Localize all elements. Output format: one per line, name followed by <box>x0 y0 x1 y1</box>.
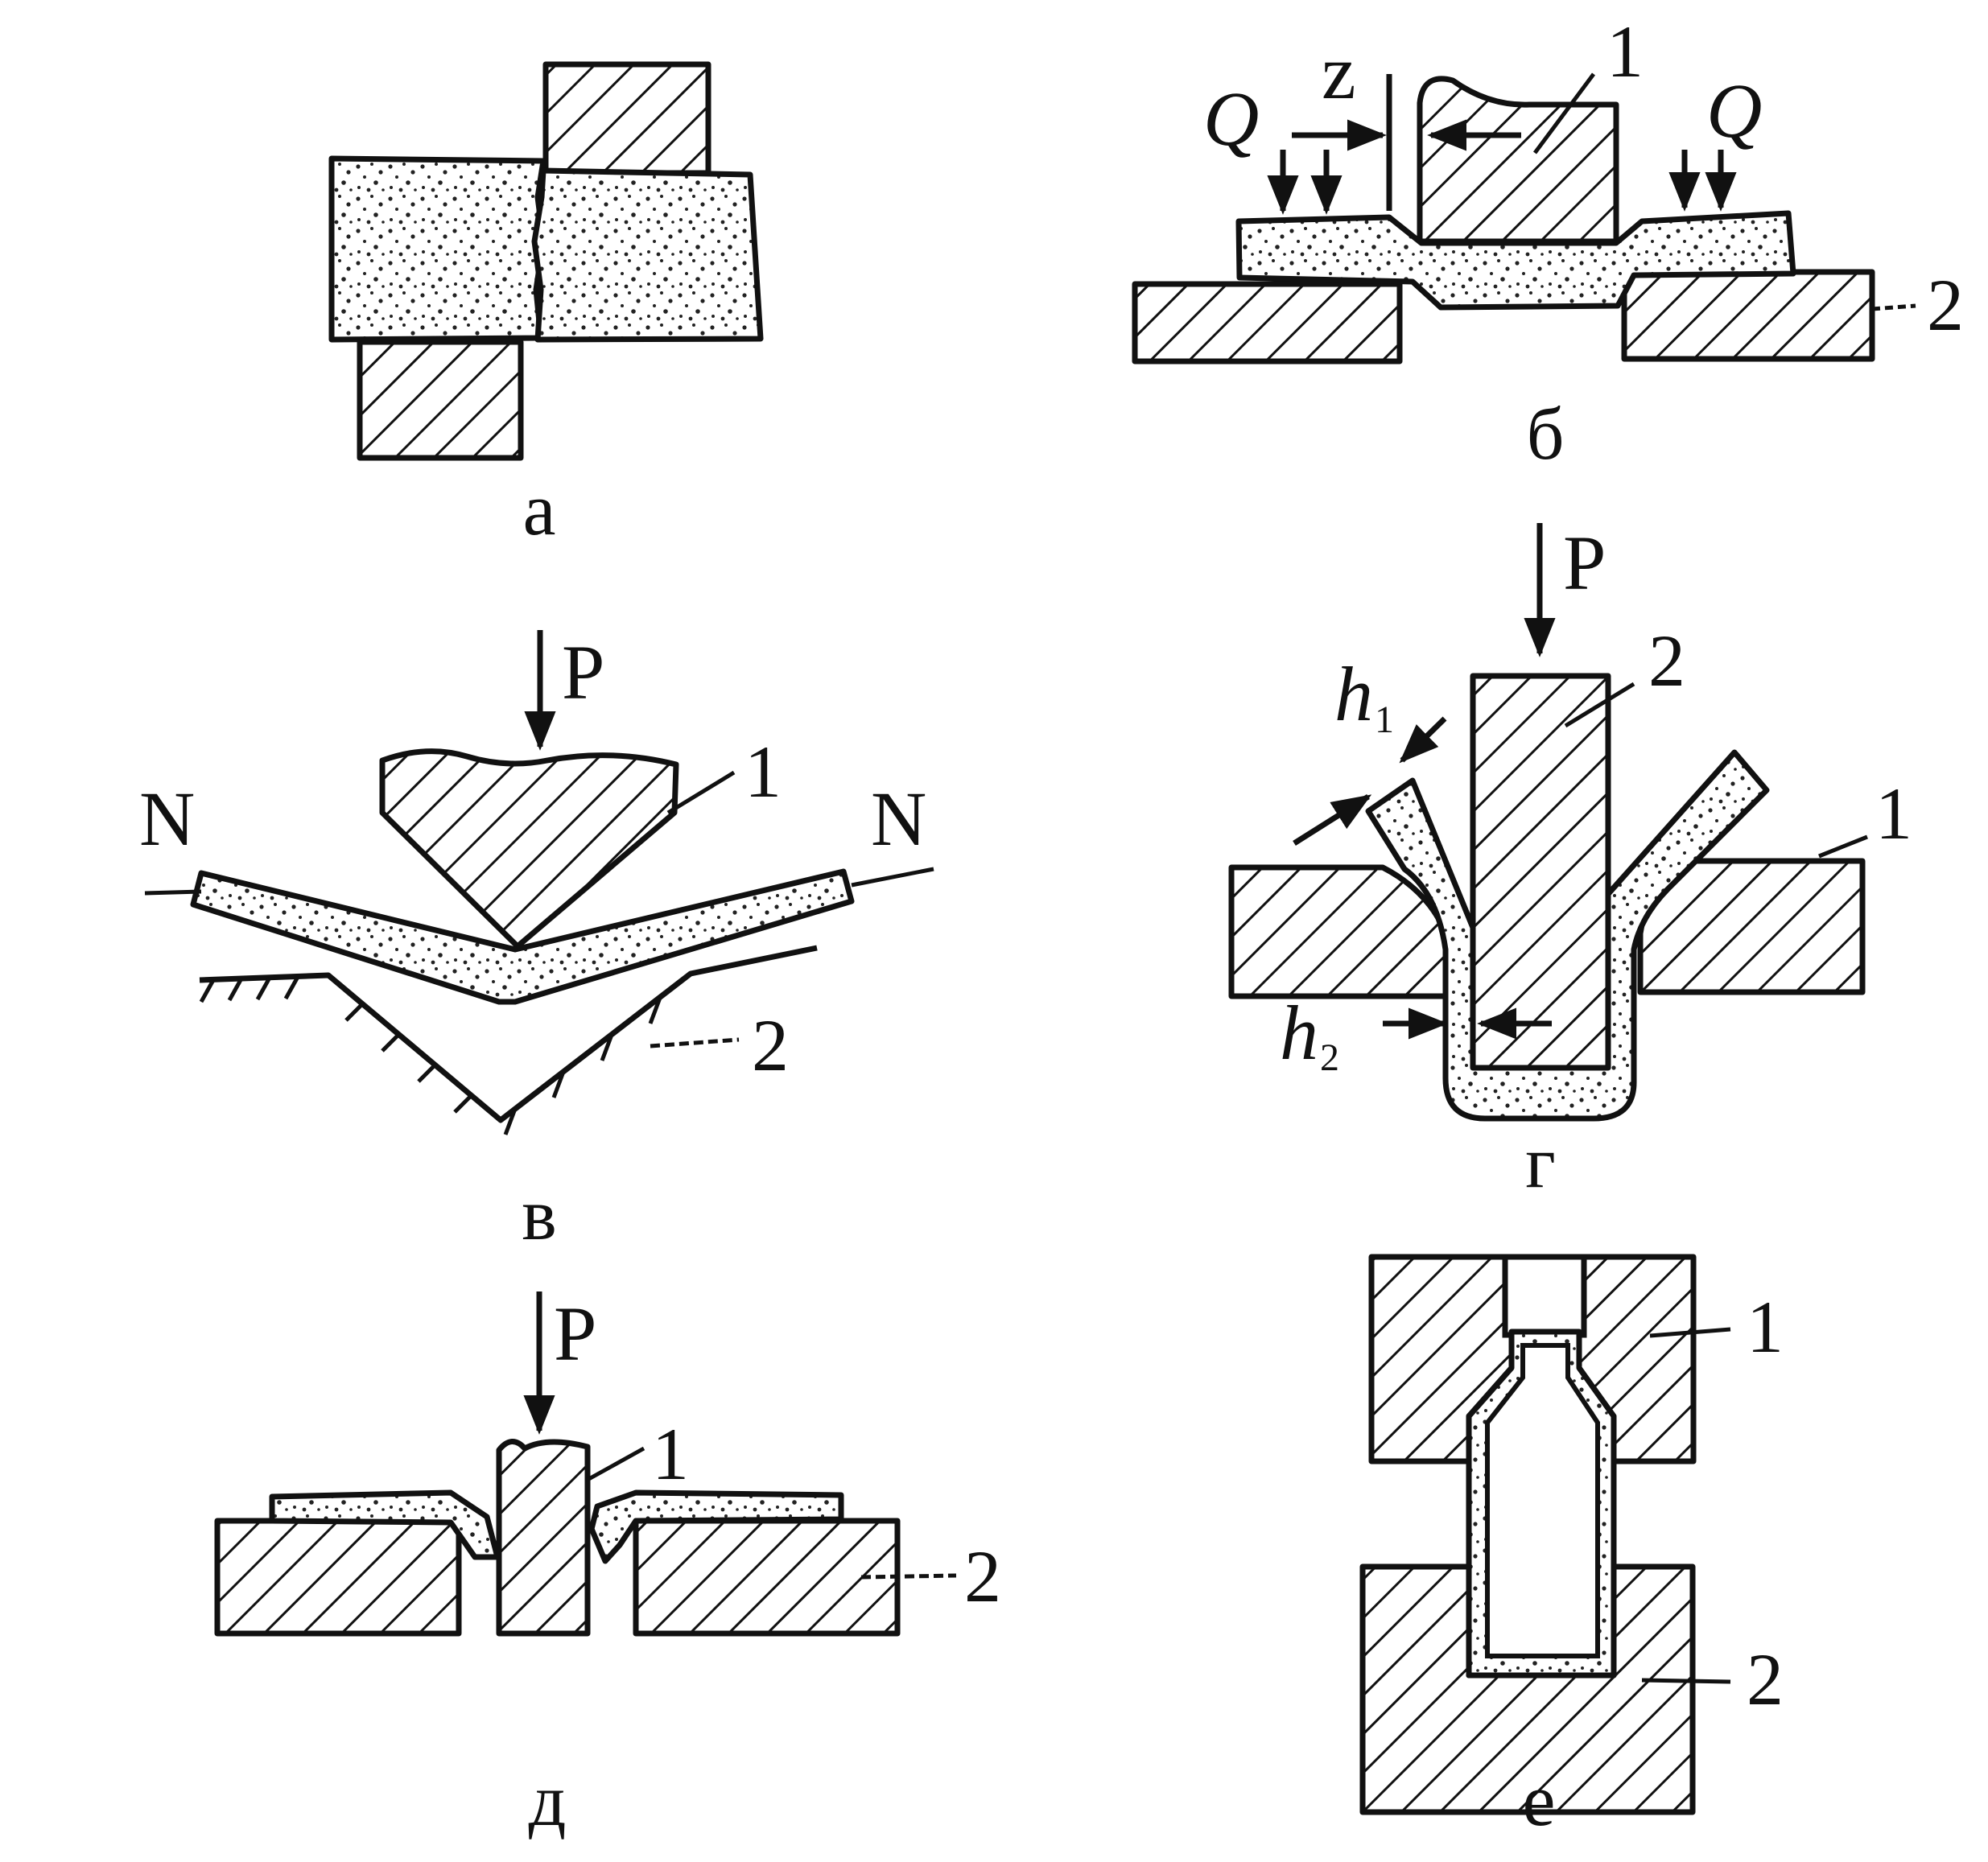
sheet-left <box>269 1489 501 1560</box>
punch <box>1470 673 1611 1071</box>
caption-v: в <box>522 1173 556 1255</box>
sheet-right <box>588 1489 844 1564</box>
panel-v: P N N 1 2 в <box>139 629 934 1255</box>
leader-2 <box>650 1037 740 1048</box>
h1-label: h <box>1334 651 1373 737</box>
upper-blade <box>542 61 711 176</box>
label-1: 1 <box>744 731 782 813</box>
punch <box>1417 76 1619 245</box>
panel-g: P h 1 h 2 2 1 г <box>1228 520 1912 1203</box>
die-left <box>1228 864 1452 999</box>
caption-e: е <box>1523 1759 1556 1841</box>
leader-1 <box>666 770 736 815</box>
die-right <box>1621 269 1875 362</box>
n-left-label: N <box>139 776 195 862</box>
n-right-label: N <box>871 776 926 862</box>
label-1: 1 <box>652 1413 689 1495</box>
h1-arrow-upper <box>1399 716 1447 764</box>
panel-a: а <box>328 61 764 550</box>
leader-2 <box>860 1573 957 1580</box>
label-2: 2 <box>752 1004 789 1086</box>
label-1: 1 <box>1606 10 1644 93</box>
force-q-right-label: Q <box>1706 68 1762 154</box>
v-punch <box>379 748 679 950</box>
leader-1 <box>584 1446 645 1483</box>
die-right <box>633 1518 901 1637</box>
leader-2 <box>1564 682 1635 728</box>
formed-part-inner <box>1485 1343 1600 1658</box>
force-q-left-label: Q <box>1203 76 1259 162</box>
label-2: 2 <box>1747 1638 1784 1720</box>
force-p-label: P <box>1563 520 1606 606</box>
label-1: 1 <box>1875 772 1912 855</box>
leader-1 <box>1649 1327 1731 1338</box>
leader-1 <box>1532 72 1596 154</box>
lower-blade <box>357 339 524 461</box>
n-left-line <box>144 889 202 896</box>
label-2: 2 <box>1648 620 1685 702</box>
label-2: 2 <box>964 1535 1001 1617</box>
h2-subscript: 2 <box>1320 1036 1339 1079</box>
force-p-label: P <box>554 1291 596 1377</box>
punch-stem <box>1502 1254 1587 1338</box>
label-2: 2 <box>1927 264 1964 346</box>
sheet-blank <box>1235 210 1796 311</box>
panel-e: 1 2 е <box>1359 1254 1784 1841</box>
bent-sheet <box>190 868 855 1005</box>
n-right-line <box>851 867 934 888</box>
caption-a: а <box>523 468 556 550</box>
sheared-block <box>328 155 546 343</box>
sheared-block-right <box>531 167 764 343</box>
h2-label: h <box>1280 990 1318 1076</box>
label-1: 1 <box>1747 1286 1784 1368</box>
die-left <box>214 1518 462 1637</box>
leader-2 <box>1641 1678 1731 1684</box>
drawn-cup <box>1365 749 1770 1122</box>
force-p-label: P <box>562 629 604 715</box>
panel-b: Q z Q 1 2 б <box>1132 10 1964 475</box>
caption-d: д <box>529 1759 567 1841</box>
caption-g: г <box>1525 1121 1556 1203</box>
leader-1 <box>1818 834 1868 859</box>
gap-label: z <box>1322 29 1356 115</box>
h1-arrow-lower <box>1293 794 1372 846</box>
leader-2 <box>1871 303 1916 311</box>
h1-subscript: 1 <box>1375 698 1394 741</box>
panel-d: P 1 2 д <box>214 1291 1001 1841</box>
punch <box>496 1439 591 1637</box>
die-left <box>1132 281 1403 365</box>
v-die-ground-hatch <box>199 975 662 1135</box>
caption-b: б <box>1527 393 1565 475</box>
v-die <box>199 945 818 1123</box>
